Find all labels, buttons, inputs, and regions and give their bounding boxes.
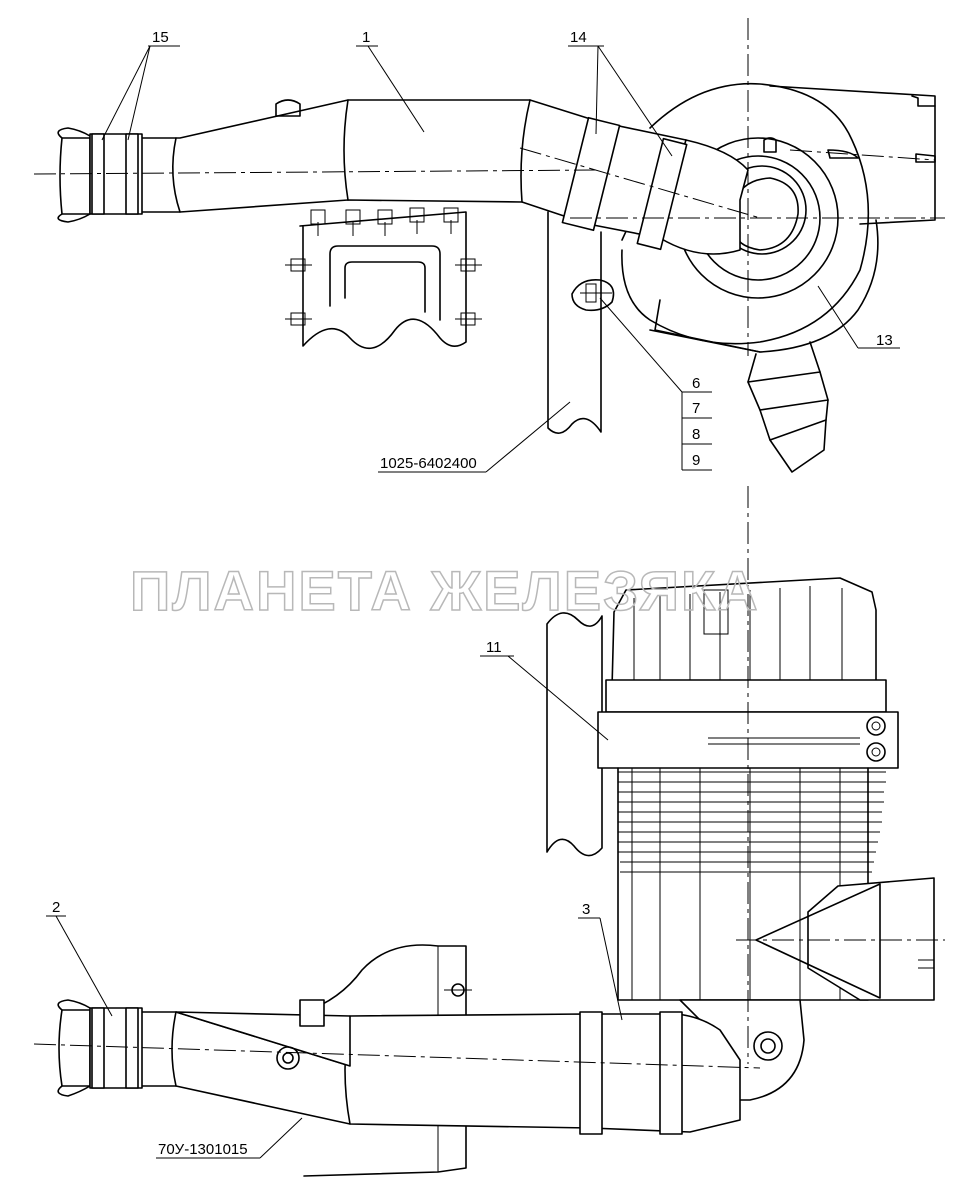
part-number-bracket: 1025-6402400 bbox=[380, 455, 477, 472]
part-number-pipe: 70У-1301015 bbox=[158, 1141, 248, 1158]
frame-member-top bbox=[547, 211, 602, 434]
callout-6: 6 bbox=[692, 375, 700, 392]
callout-3: 3 bbox=[582, 901, 590, 918]
callout-7: 7 bbox=[692, 400, 700, 417]
intake-pipe-top bbox=[57, 99, 749, 255]
top-view bbox=[33, 18, 945, 473]
callout-8: 8 bbox=[692, 426, 700, 443]
intake-pipe-bottom bbox=[57, 999, 741, 1135]
callout-11: 11 bbox=[486, 639, 502, 656]
callout-15: 15 bbox=[152, 29, 169, 46]
watermark: ПЛАНЕТА ЖЕЛЕЗЯКА bbox=[130, 559, 760, 622]
callout-2: 2 bbox=[52, 899, 60, 916]
mounting-bracket bbox=[285, 207, 482, 349]
bracket-bolts bbox=[285, 207, 482, 326]
callout-13: 13 bbox=[876, 332, 893, 349]
bottom-view bbox=[33, 486, 945, 1177]
callout-14: 14 bbox=[570, 29, 587, 46]
callout-1: 1 bbox=[362, 29, 370, 46]
callout-9: 9 bbox=[692, 452, 700, 469]
callouts: 15 1 14 13 6 7 8 9 1025-6402400 11 bbox=[46, 29, 900, 1159]
frame-member-bottom bbox=[546, 612, 603, 857]
